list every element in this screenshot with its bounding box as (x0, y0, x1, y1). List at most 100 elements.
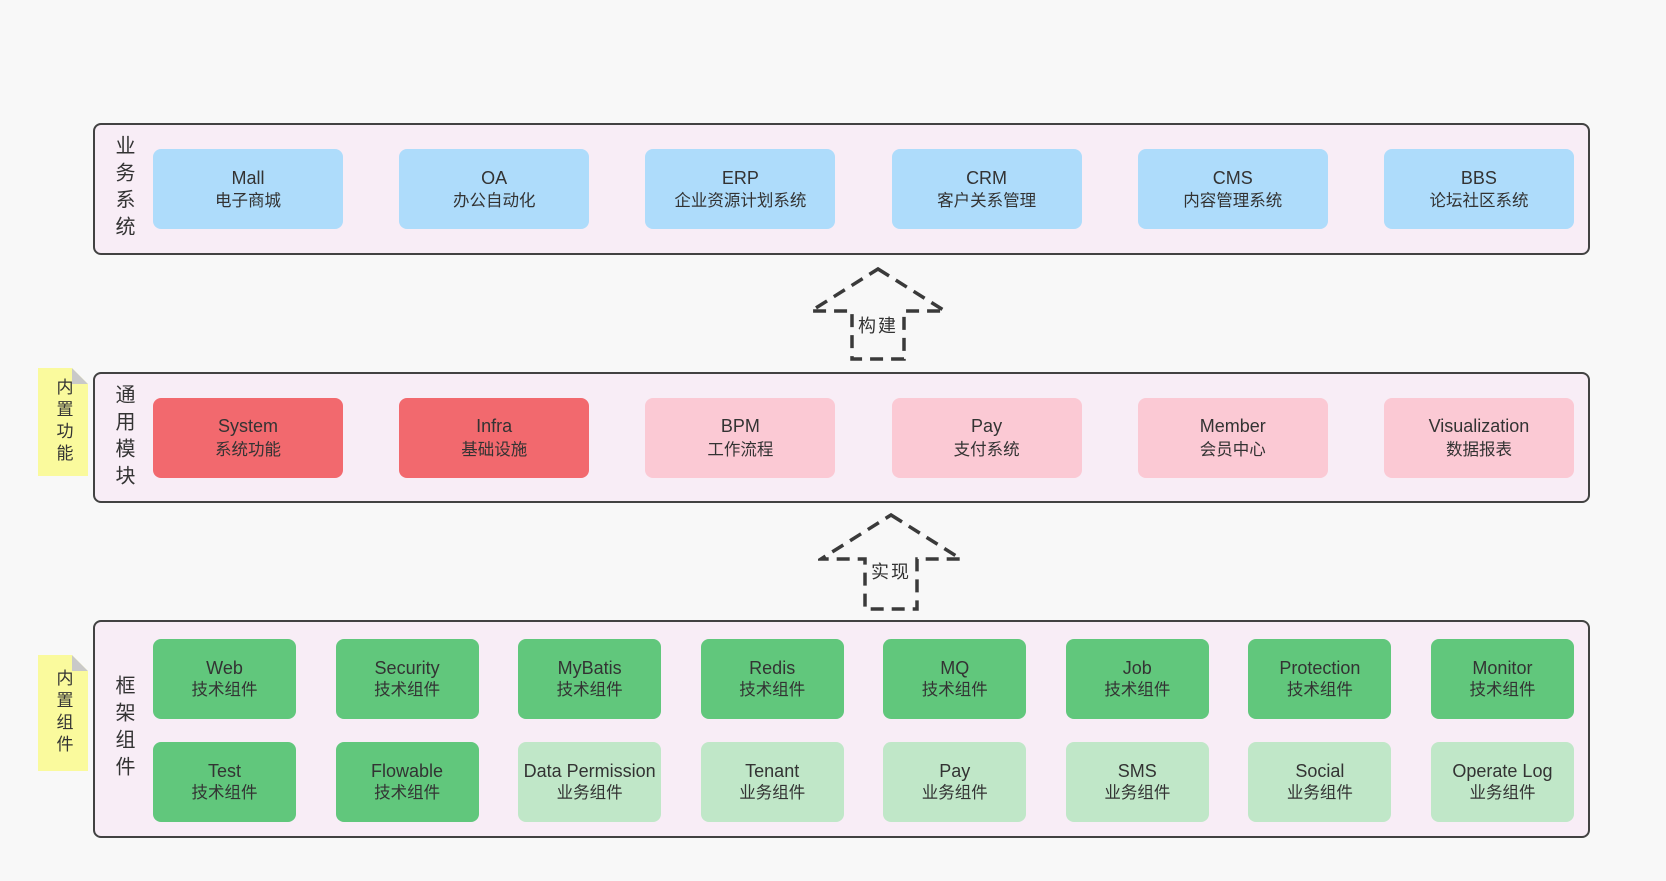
box-monitor: Monitor 技术组件 (1430, 639, 1574, 719)
box-subtitle: 企业资源计划系统 (674, 192, 807, 211)
common-modules-row: System 系统功能 Infra 基础设施 BPM 工作流程 Pay 支付系统… (153, 397, 1574, 478)
box-subtitle: 支付系统 (953, 440, 1020, 459)
framework-components-row-2: Test 技术组件 Flowable 技术组件 Data Permission … (153, 742, 1574, 822)
box-oa: OA 办公自动化 (399, 149, 590, 229)
box-bbs: BBS 论坛社区系统 (1383, 149, 1574, 229)
built-in-features-sticky: 内置功能 (38, 368, 88, 476)
box-title: Visualization (1428, 416, 1530, 437)
box-subtitle: 业务组件 (739, 783, 806, 802)
box-subtitle: 技术组件 (921, 680, 988, 699)
box-title: MQ (940, 657, 970, 678)
box-title: Data Permission (523, 760, 656, 781)
box-subtitle: 工作流程 (707, 440, 774, 459)
box-test: Test 技术组件 (153, 742, 296, 822)
box-subtitle: 内容管理系统 (1183, 192, 1283, 211)
built-in-features-label: 内置功能 (53, 378, 73, 466)
implement-arrow-label: 实现 (867, 558, 915, 584)
box-title: CRM (966, 167, 1008, 188)
box-subtitle: 业务组件 (1469, 783, 1536, 802)
box-title: Pay (939, 760, 971, 781)
box-flowable: Flowable 技术组件 (335, 742, 479, 822)
box-crm: CRM 客户关系管理 (891, 149, 1082, 229)
build-arrow: 构建 (808, 266, 948, 362)
box-pay-biz: Pay 业务组件 (883, 742, 1027, 822)
framework-components-row-1: Web 技术组件 Security 技术组件 MyBatis 技术组件 Redi… (153, 639, 1574, 719)
box-subtitle: 技术组件 (739, 680, 806, 699)
box-subtitle: 技术组件 (191, 783, 258, 802)
box-title: Member (1199, 416, 1266, 437)
business-systems-panel: 业务系统 Mall 电子商城 OA 办公自动化 ERP 企业资源计划系统 CRM… (93, 123, 1590, 255)
box-system: System 系统功能 (153, 397, 343, 478)
box-title: Flowable (371, 760, 444, 781)
box-subtitle: 会员中心 (1199, 440, 1266, 459)
box-tenant: Tenant 业务组件 (700, 742, 844, 822)
box-subtitle: 业务组件 (1286, 783, 1353, 802)
dashed-up-arrow-icon (818, 512, 964, 611)
box-mq: MQ 技术组件 (883, 639, 1027, 719)
box-subtitle: 数据报表 (1445, 440, 1512, 459)
box-title: Web (206, 657, 243, 678)
box-title: Protection (1279, 657, 1361, 678)
box-subtitle: 技术组件 (556, 680, 623, 699)
box-subtitle: 业务组件 (1104, 783, 1171, 802)
business-systems-row: Mall 电子商城 OA 办公自动化 ERP 企业资源计划系统 CRM 客户关系… (153, 149, 1574, 229)
box-security: Security 技术组件 (335, 639, 479, 719)
built-in-components-label: 内置组件 (53, 669, 73, 757)
box-subtitle: 技术组件 (1286, 680, 1353, 699)
box-mall: Mall 电子商城 (153, 149, 343, 229)
box-subtitle: 业务组件 (556, 783, 623, 802)
box-title: Social (1295, 760, 1345, 781)
box-title: Tenant (745, 760, 800, 781)
box-title: MyBatis (557, 657, 622, 678)
business-systems-label: 业务系统 (112, 135, 134, 243)
box-subtitle: 技术组件 (374, 680, 441, 699)
box-member: Member 会员中心 (1137, 397, 1328, 478)
box-title: CMS (1212, 167, 1253, 188)
implement-arrow: 实现 (818, 512, 964, 612)
box-subtitle: 办公自动化 (452, 192, 536, 211)
build-arrow-label: 构建 (854, 312, 902, 338)
box-redis: Redis 技术组件 (700, 639, 844, 719)
box-erp: ERP 企业资源计划系统 (645, 149, 836, 229)
box-subtitle: 技术组件 (374, 783, 441, 802)
built-in-components-sticky: 内置组件 (38, 655, 88, 771)
box-title: Job (1122, 657, 1152, 678)
box-title: Redis (749, 657, 796, 678)
box-title: Operate Log (1452, 760, 1553, 781)
box-job: Job 技术组件 (1065, 639, 1209, 719)
box-title: SMS (1117, 760, 1157, 781)
box-title: Test (207, 760, 241, 781)
box-title: BBS (1460, 167, 1497, 188)
box-title: OA (481, 167, 508, 188)
box-subtitle: 论坛社区系统 (1429, 192, 1529, 211)
box-sms: SMS 业务组件 (1065, 742, 1209, 822)
framework-components-label: 框架组件 (112, 675, 134, 783)
box-protection: Protection 技术组件 (1248, 639, 1392, 719)
box-subtitle: 电子商城 (215, 192, 281, 211)
box-title: BPM (720, 416, 760, 437)
box-subtitle: 技术组件 (1469, 680, 1536, 699)
box-web: Web 技术组件 (153, 639, 296, 719)
framework-components-panel: 框架组件 Web 技术组件 Security 技术组件 MyBatis 技术组件… (93, 620, 1590, 838)
box-subtitle: 技术组件 (191, 680, 258, 699)
box-subtitle: 客户关系管理 (937, 192, 1037, 211)
box-subtitle: 业务组件 (921, 783, 988, 802)
box-title: ERP (721, 167, 759, 188)
box-subtitle: 基础设施 (461, 440, 528, 459)
box-title: Security (374, 657, 440, 678)
box-title: Monitor (1472, 657, 1533, 678)
box-visualization: Visualization 数据报表 (1383, 397, 1574, 478)
box-title: Pay (971, 416, 1003, 437)
box-subtitle: 技术组件 (1104, 680, 1171, 699)
box-data-permission: Data Permission 业务组件 (518, 742, 662, 822)
common-modules-panel: 通用模块 System 系统功能 Infra 基础设施 BPM 工作流程 Pay… (93, 372, 1590, 503)
box-mybatis: MyBatis 技术组件 (518, 639, 662, 719)
common-modules-label: 通用模块 (112, 383, 134, 492)
box-cms: CMS 内容管理系统 (1137, 149, 1328, 229)
box-title: Infra (476, 416, 513, 437)
box-title: System (217, 416, 278, 437)
box-operate-log: Operate Log 业务组件 (1430, 742, 1574, 822)
dashed-up-arrow-icon (808, 266, 948, 361)
box-pay: Pay 支付系统 (891, 397, 1082, 478)
box-subtitle: 系统功能 (215, 440, 281, 459)
